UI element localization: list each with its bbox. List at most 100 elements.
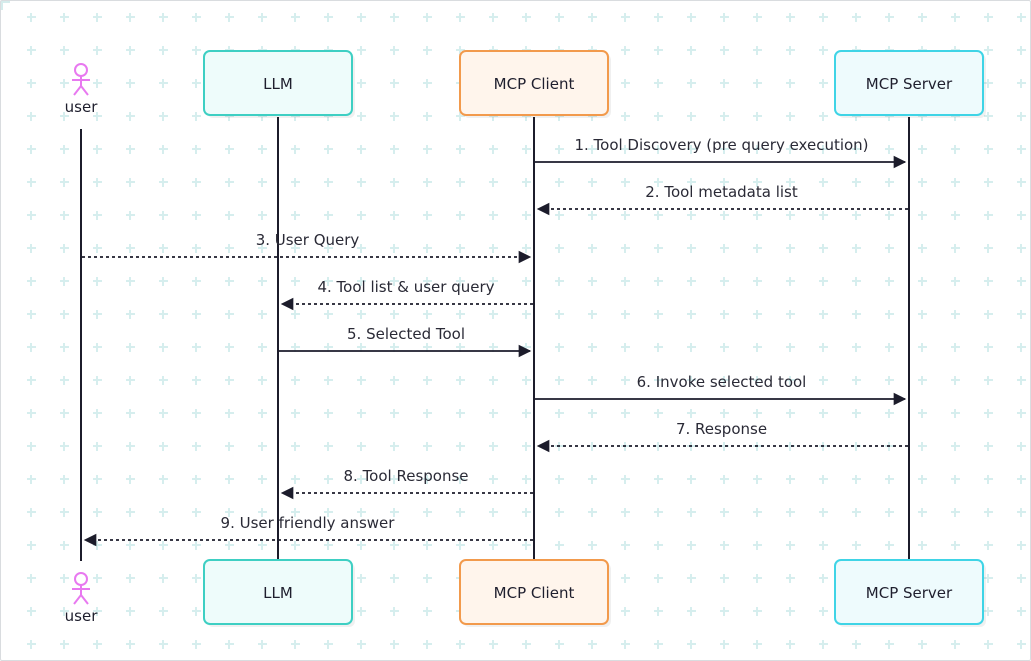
- grid-plus-marker: [27, 442, 36, 451]
- grid-plus-marker: [489, 409, 498, 418]
- grid-plus-marker: [852, 178, 861, 187]
- grid-plus-marker: [291, 541, 300, 550]
- grid-plus-marker: [1017, 475, 1026, 484]
- grid-plus-marker: [291, 178, 300, 187]
- grid-plus-marker: [1017, 178, 1026, 187]
- grid-plus-marker: [621, 46, 630, 55]
- grid-plus-marker: [885, 343, 894, 352]
- grid-plus-marker: [390, 244, 399, 253]
- grid-plus-marker: [687, 310, 696, 319]
- grid-plus-marker: [984, 640, 993, 649]
- grid-plus-marker: [60, 244, 69, 253]
- grid-plus-marker: [93, 607, 102, 616]
- grid-plus-marker: [60, 343, 69, 352]
- grid-plus-marker: [984, 574, 993, 583]
- participant-box: [834, 50, 984, 116]
- grid-plus-marker: [1017, 112, 1026, 121]
- grid-plus-marker: [225, 376, 234, 385]
- grid-plus-marker: [390, 574, 399, 583]
- grid-plus-marker: [159, 178, 168, 187]
- grid-plus-marker: [1017, 79, 1026, 88]
- grid-plus-marker: [357, 46, 366, 55]
- grid-plus-marker: [522, 640, 531, 649]
- grid-plus-marker: [60, 112, 69, 121]
- grid-plus-marker: [621, 475, 630, 484]
- grid-plus-marker: [819, 343, 828, 352]
- grid-plus-marker: [951, 640, 960, 649]
- grid-plus-marker: [126, 13, 135, 22]
- grid-plus-marker: [720, 442, 729, 451]
- grid-plus-marker: [588, 343, 597, 352]
- grid-plus-marker: [621, 13, 630, 22]
- grid-plus-marker: [126, 640, 135, 649]
- grid-plus-marker: [588, 277, 597, 286]
- actor-user-top: user: [65, 63, 99, 116]
- grid-plus-marker: [984, 112, 993, 121]
- grid-plus-marker: [324, 442, 333, 451]
- grid-plus-marker: [918, 541, 927, 550]
- grid-plus-marker: [27, 343, 36, 352]
- grid-plus-marker: [126, 277, 135, 286]
- grid-plus-marker: [159, 79, 168, 88]
- grid-plus-marker: [390, 343, 399, 352]
- participant-llm-bottom: LLM: [203, 559, 355, 627]
- grid-plus-marker: [225, 541, 234, 550]
- person-icon: [72, 63, 90, 96]
- grid-plus-marker: [984, 178, 993, 187]
- grid-plus-marker: [555, 376, 564, 385]
- grid-plus-marker: [159, 46, 168, 55]
- grid-plus-marker: [786, 244, 795, 253]
- grid-plus-marker: [654, 277, 663, 286]
- grid-plus-marker: [27, 244, 36, 253]
- actor-label-user: user: [65, 98, 99, 116]
- grid-plus-marker: [324, 211, 333, 220]
- grid-plus-marker: [258, 145, 267, 154]
- grid-plus-marker: [390, 211, 399, 220]
- grid-plus-marker: [951, 310, 960, 319]
- grid-plus-marker: [720, 46, 729, 55]
- grid-plus-marker: [654, 79, 663, 88]
- grid-plus-marker: [885, 310, 894, 319]
- grid-plus-marker: [225, 442, 234, 451]
- grid-plus-marker: [786, 607, 795, 616]
- grid-plus-marker: [522, 310, 531, 319]
- grid-plus-marker: [192, 178, 201, 187]
- grid-plus-marker: [522, 442, 531, 451]
- grid-plus-marker: [555, 409, 564, 418]
- grid-plus-marker: [885, 541, 894, 550]
- grid-plus-marker: [819, 112, 828, 121]
- grid-plus-marker: [291, 640, 300, 649]
- grid-plus-marker: [918, 475, 927, 484]
- grid-plus-marker: [885, 145, 894, 154]
- grid-plus-marker: [753, 178, 762, 187]
- grid-plus-marker: [687, 13, 696, 22]
- grid-plus-marker: [753, 574, 762, 583]
- grid-plus-marker: [588, 13, 597, 22]
- grid-plus-marker: [390, 178, 399, 187]
- message-4: 4. Tool list & user query: [280, 278, 533, 311]
- grid-plus-marker: [852, 343, 861, 352]
- message-label: 2. Tool metadata list: [645, 183, 798, 201]
- grid-plus-marker: [93, 574, 102, 583]
- grid-plus-marker: [159, 343, 168, 352]
- grid-plus-marker: [819, 79, 828, 88]
- grid-plus-marker: [555, 211, 564, 220]
- grid-plus-marker: [720, 211, 729, 220]
- grid-plus-marker: [654, 640, 663, 649]
- grid-plus-marker: [819, 145, 828, 154]
- grid-plus-marker: [126, 310, 135, 319]
- grid-plus-marker: [159, 475, 168, 484]
- grid-plus-marker: [126, 211, 135, 220]
- grid-plus-marker: [291, 508, 300, 517]
- grid-plus-marker: [126, 574, 135, 583]
- grid-plus-marker: [192, 46, 201, 55]
- grid-plus-marker: [918, 178, 927, 187]
- grid-plus-marker: [324, 343, 333, 352]
- message-label: 9. User friendly answer: [221, 514, 396, 532]
- participant-server-bottom: MCP Server: [834, 559, 986, 627]
- grid-plus-marker: [291, 442, 300, 451]
- grid-plus-marker: [192, 574, 201, 583]
- grid-plus-marker: [852, 13, 861, 22]
- grid-plus-marker: [687, 475, 696, 484]
- grid-plus-marker: [159, 376, 168, 385]
